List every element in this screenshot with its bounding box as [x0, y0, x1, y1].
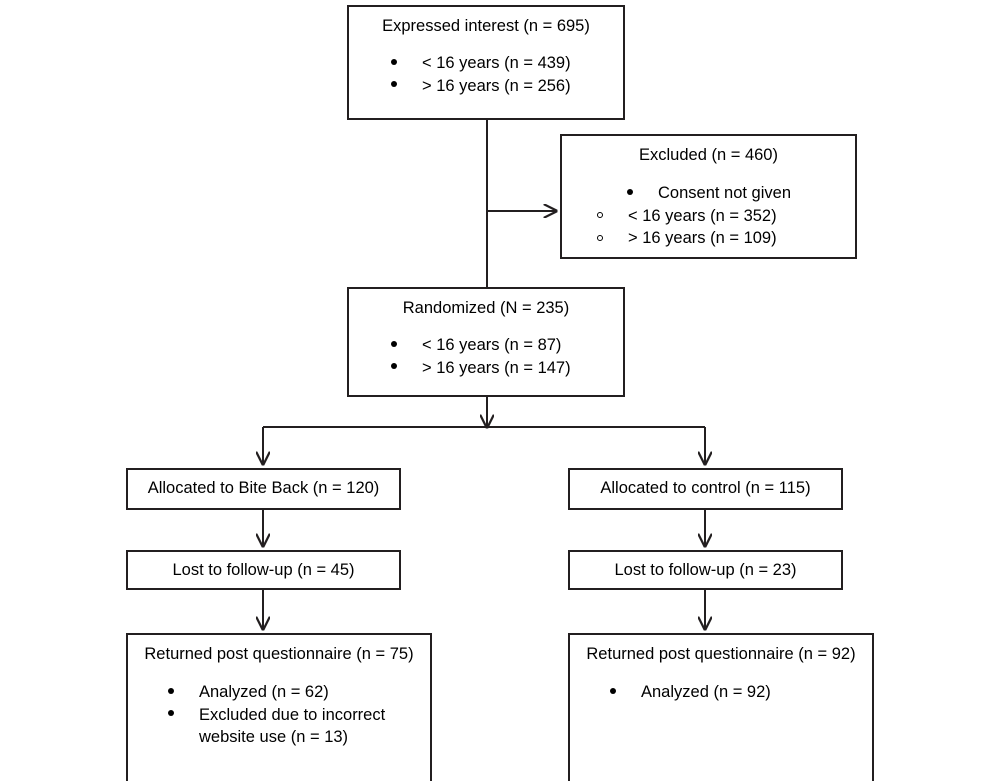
list-item: Analyzed (n = 62) [168, 681, 430, 704]
list-item: > 16 years (n = 109) [597, 227, 855, 250]
returned-intervention-title: Returned post questionnaire (n = 75) [144, 645, 414, 663]
list-item: > 16 years (n = 256) [391, 75, 623, 98]
hollow-bullet-icon [597, 211, 603, 218]
bullet-dot-icon [391, 340, 397, 347]
returned-control-title: Returned post questionnaire (n = 92) [586, 645, 856, 663]
node-lost-intervention: Lost to follow-up (n = 45) [126, 550, 401, 590]
bullet-dot-icon [391, 81, 397, 88]
node-allocated-control: Allocated to control (n = 115) [568, 468, 843, 510]
expressed-interest-title: Expressed interest (n = 695) [382, 17, 590, 35]
lost-control-title: Lost to follow-up (n = 23) [614, 561, 797, 579]
lost-intervention-title: Lost to follow-up (n = 45) [172, 561, 355, 579]
allocated-intervention-title: Allocated to Bite Back (n = 120) [147, 479, 380, 497]
allocated-control-title: Allocated to control (n = 115) [600, 479, 811, 497]
node-lost-control: Lost to follow-up (n = 23) [568, 550, 843, 590]
node-returned-intervention: Returned post questionnaire (n = 75) Ana… [126, 633, 432, 781]
node-excluded: Excluded (n = 460) Consent not given < 1… [560, 134, 857, 259]
node-allocated-intervention: Allocated to Bite Back (n = 120) [126, 468, 401, 510]
node-randomized: Randomized (N = 235) < 16 years (n = 87)… [347, 287, 625, 397]
list-item: Consent not given [627, 182, 855, 205]
list-item: < 16 years (n = 439) [391, 52, 623, 75]
returned-intervention-bullets: Analyzed (n = 62) Excluded due to incorr… [168, 681, 430, 749]
list-item: < 16 years (n = 352) [597, 205, 855, 228]
bullet-dot-icon [391, 363, 397, 370]
excluded-bullets: Consent not given [627, 182, 855, 205]
bullet-dot-icon [168, 710, 174, 717]
randomized-title: Randomized (N = 235) [402, 299, 570, 317]
bullet-dot-icon [627, 188, 633, 195]
bullet-dot-icon [391, 58, 397, 65]
node-expressed-interest: Expressed interest (n = 695) < 16 years … [347, 5, 625, 120]
list-item: > 16 years (n = 147) [391, 357, 623, 380]
returned-control-bullets: Analyzed (n = 92) [610, 681, 872, 704]
bullet-dot-icon [168, 687, 174, 694]
randomized-bullets: < 16 years (n = 87) > 16 years (n = 147) [391, 334, 623, 380]
node-returned-control: Returned post questionnaire (n = 92) Ana… [568, 633, 874, 781]
hollow-bullet-icon [597, 234, 603, 241]
list-item: Analyzed (n = 92) [610, 681, 872, 704]
list-item: < 16 years (n = 87) [391, 334, 623, 357]
excluded-sub-bullets: < 16 years (n = 352) > 16 years (n = 109… [597, 205, 855, 251]
list-item: Excluded due to incorrect website use (n… [168, 704, 430, 750]
excluded-title: Excluded (n = 460) [639, 146, 778, 164]
bullet-dot-icon [610, 687, 616, 694]
expressed-interest-bullets: < 16 years (n = 439) > 16 years (n = 256… [391, 52, 623, 98]
